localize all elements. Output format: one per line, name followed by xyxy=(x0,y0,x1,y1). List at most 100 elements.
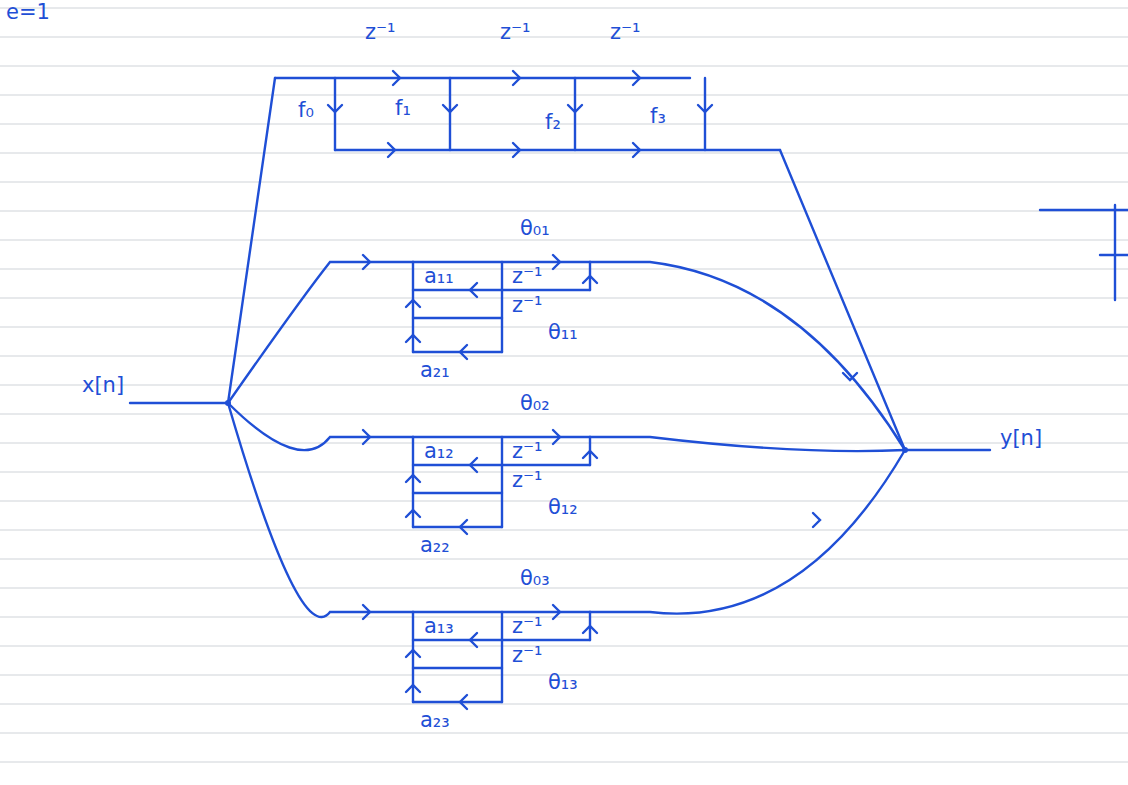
arrowhead xyxy=(513,143,520,157)
lattice-rung xyxy=(574,78,576,150)
branch-line xyxy=(590,262,905,450)
branch-line xyxy=(780,150,905,450)
ruled-line xyxy=(0,385,1128,386)
arrowhead xyxy=(406,650,420,657)
ruled-line xyxy=(0,124,1128,125)
arrowhead xyxy=(843,373,857,380)
delay-label: z⁻¹ xyxy=(500,22,531,43)
coefficient-label: a₂₃ xyxy=(420,710,450,731)
ruled-line xyxy=(0,588,1128,589)
ruled-line xyxy=(0,414,1128,415)
delay-label: z⁻¹ xyxy=(512,470,543,491)
section-rail xyxy=(413,317,502,319)
branch-line xyxy=(228,403,413,617)
ruled-line xyxy=(0,269,1128,270)
ruled-line xyxy=(0,211,1128,212)
arrowhead xyxy=(406,685,420,692)
arrowhead xyxy=(568,105,582,112)
section-rail xyxy=(413,639,590,641)
coefficient-label: a₁₃ xyxy=(424,616,454,637)
coefficient-label: θ₁₁ xyxy=(548,322,578,343)
ruled-line xyxy=(0,646,1128,647)
section-rung xyxy=(501,612,503,702)
branch-line xyxy=(228,262,413,403)
fragment-line xyxy=(1114,205,1116,300)
section-rail xyxy=(413,464,590,466)
ruled-line xyxy=(0,8,1128,9)
sum-point xyxy=(902,447,908,453)
ruled-line xyxy=(0,298,1128,299)
ruled-line xyxy=(0,37,1128,38)
arrowhead xyxy=(406,335,420,342)
branch-line xyxy=(590,450,905,614)
coefficient-label: θ₀₂ xyxy=(520,393,550,414)
ruled-line xyxy=(0,472,1128,473)
output-line xyxy=(905,449,990,451)
arrowhead xyxy=(363,605,370,619)
ruled-line xyxy=(0,356,1128,357)
section-rung xyxy=(501,262,503,352)
coefficient-label: f₃ xyxy=(650,106,666,127)
ruled-line xyxy=(0,617,1128,618)
branch-line xyxy=(228,78,275,403)
gain-label: e=1 xyxy=(6,2,50,23)
section-rung xyxy=(412,437,414,527)
arrowhead xyxy=(470,458,477,472)
coefficient-label: θ₁₂ xyxy=(548,497,578,518)
arrowhead xyxy=(633,143,640,157)
delay-label: z⁻¹ xyxy=(512,645,543,666)
ruled-line xyxy=(0,240,1128,241)
ruled-line xyxy=(0,182,1128,183)
section-rail xyxy=(413,351,502,353)
ruled-line xyxy=(0,66,1128,67)
arrowhead xyxy=(443,105,457,112)
arrowhead xyxy=(363,430,370,444)
delay-label: z⁻¹ xyxy=(365,22,396,43)
section-rail xyxy=(413,289,590,291)
coefficient-label: a₂₁ xyxy=(420,360,450,381)
arrowhead xyxy=(363,255,370,269)
section-rung xyxy=(412,612,414,702)
coefficient-label: f₀ xyxy=(298,100,314,121)
arrowhead xyxy=(513,71,520,85)
arrowhead xyxy=(460,520,467,534)
arrowhead xyxy=(553,605,560,619)
arrowhead xyxy=(633,71,640,85)
coefficient-label: f₂ xyxy=(545,112,561,133)
arrowhead xyxy=(583,626,597,633)
arrowhead xyxy=(583,451,597,458)
arrowhead xyxy=(460,345,467,359)
branch-line xyxy=(228,403,413,450)
branch-point xyxy=(225,400,231,406)
ruled-line xyxy=(0,762,1128,763)
arrowhead xyxy=(388,143,395,157)
arrowhead xyxy=(698,105,712,112)
coefficient-label: θ₁₃ xyxy=(548,672,578,693)
lattice-rung xyxy=(449,78,451,150)
branch-line xyxy=(590,437,905,451)
arrowhead xyxy=(583,276,597,283)
ruled-line xyxy=(0,530,1128,531)
arrowhead xyxy=(406,475,420,482)
ruled-line xyxy=(0,733,1128,734)
arrowhead xyxy=(470,283,477,297)
fragment-line xyxy=(1100,254,1128,256)
delay-label: z⁻¹ xyxy=(512,616,543,637)
section-rail xyxy=(413,526,502,528)
ruled-line xyxy=(0,443,1128,444)
ruled-line xyxy=(0,95,1128,96)
delay-label: z⁻¹ xyxy=(512,266,543,287)
input-line xyxy=(130,402,228,404)
ruled-line xyxy=(0,704,1128,705)
delay-label: z⁻¹ xyxy=(610,22,641,43)
arrowhead xyxy=(406,510,420,517)
lattice-rail xyxy=(275,77,690,79)
section-rung xyxy=(501,437,503,527)
arrowhead xyxy=(470,633,477,647)
arrowhead xyxy=(553,430,560,444)
arrowhead xyxy=(393,71,400,85)
section-rung xyxy=(412,262,414,352)
ruled-line xyxy=(0,153,1128,154)
